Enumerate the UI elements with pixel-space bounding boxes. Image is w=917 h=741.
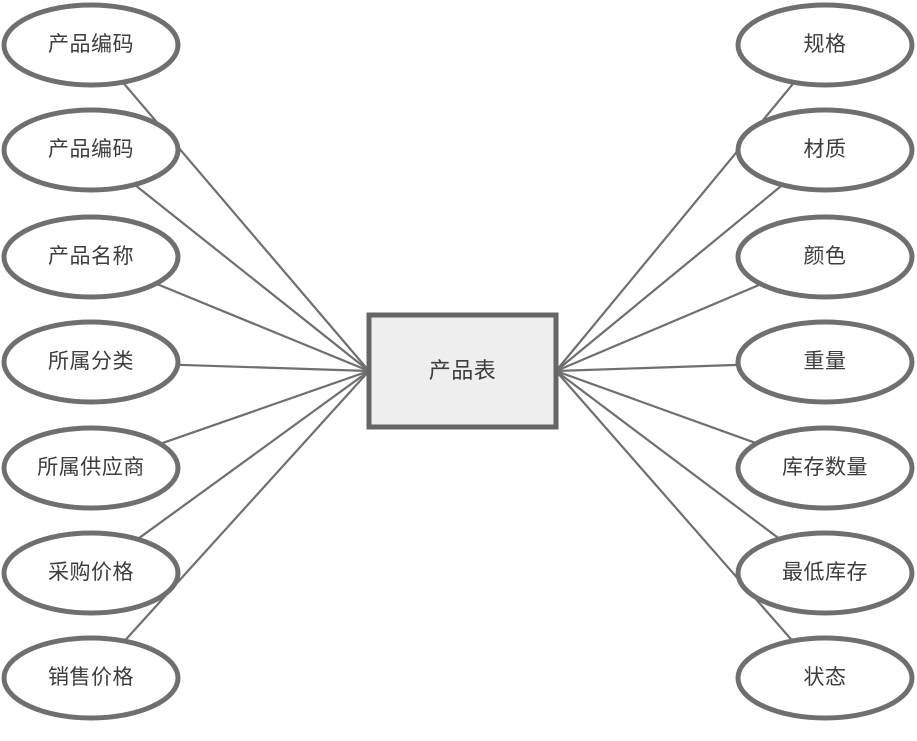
connector-line-right-4	[555, 369, 757, 445]
entity-box-layer	[366, 312, 559, 430]
attribute-ellipse-right-0[interactable]	[735, 2, 915, 88]
entity-box-product-table[interactable]	[366, 312, 559, 430]
attribute-ellipse-left-6[interactable]	[1, 635, 181, 721]
attribute-ellipse-left-2[interactable]	[1, 214, 181, 300]
attribute-ellipse-layer	[1, 2, 915, 721]
attribute-ellipse-left-1[interactable]	[1, 107, 181, 193]
connector-line-right-3	[555, 363, 739, 373]
connector-line-left-1	[133, 183, 370, 372]
attribute-ellipse-left-4[interactable]	[1, 425, 181, 511]
attribute-ellipse-right-5[interactable]	[735, 530, 915, 616]
attribute-ellipse-right-6[interactable]	[735, 635, 915, 721]
connector-line-left-5	[136, 370, 370, 541]
connector-line-right-1	[555, 184, 784, 372]
attribute-ellipse-left-5[interactable]	[1, 530, 181, 616]
connector-line-left-6	[123, 370, 370, 642]
attribute-ellipse-left-0[interactable]	[1, 2, 181, 88]
connector-line-left-2	[155, 282, 370, 373]
attribute-ellipse-right-2[interactable]	[735, 214, 915, 300]
attribute-ellipse-right-4[interactable]	[735, 425, 915, 511]
connector-layer	[121, 81, 795, 642]
attribute-ellipse-left-3[interactable]	[1, 319, 181, 405]
attribute-ellipse-right-3[interactable]	[735, 319, 915, 405]
connector-line-left-4	[159, 369, 370, 445]
connector-line-left-3	[177, 363, 370, 373]
connector-line-right-2	[555, 283, 762, 373]
connector-line-right-5	[555, 370, 781, 540]
attribute-ellipse-right-1[interactable]	[735, 107, 915, 193]
